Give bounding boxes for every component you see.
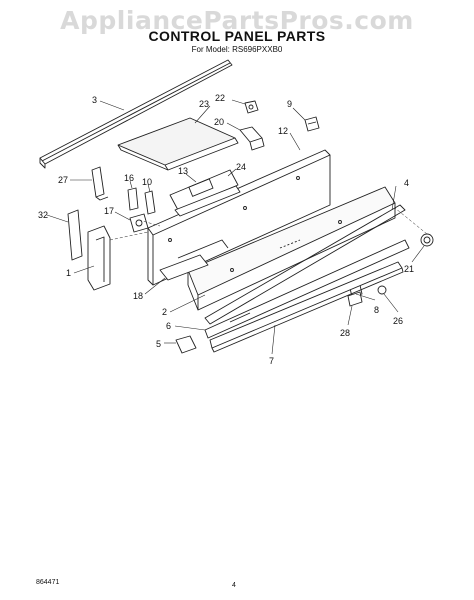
- part-22-clip: [244, 100, 259, 114]
- callout-28: 28: [340, 328, 350, 338]
- part-17-switch: [129, 213, 149, 233]
- callout-4: 4: [404, 178, 409, 188]
- callout-7: 7: [269, 356, 274, 366]
- callout-3: 3: [92, 95, 97, 105]
- callout-22: 22: [215, 93, 225, 103]
- part-16-shaft: [127, 187, 139, 211]
- part-23-shield-plate: [117, 117, 239, 171]
- part-27-side-bracket: [91, 166, 109, 201]
- part-32-end-cap: [67, 209, 83, 261]
- callout-2: 2: [162, 307, 167, 317]
- callout-5: 5: [156, 339, 161, 349]
- callout-1: 1: [66, 268, 71, 278]
- part-5-end-cap: [175, 335, 197, 354]
- callout-16: 16: [124, 173, 134, 183]
- callout-17: 17: [104, 206, 114, 216]
- part-6-lower-trim: [204, 239, 410, 339]
- part-7-bottom-trim: [209, 261, 404, 353]
- part-4-side-trim: [204, 204, 406, 325]
- page-title: CONTROL PANEL PARTS: [148, 28, 326, 44]
- callout-20: 20: [214, 117, 224, 127]
- part-20-bracket: [239, 126, 265, 151]
- callout-26: 26: [393, 316, 403, 326]
- callout-8: 8: [374, 305, 379, 315]
- part-26-clip: [377, 285, 387, 295]
- part-21-knob: [420, 233, 434, 247]
- footer-code: 864471: [36, 579, 60, 586]
- part-1-end-bracket: [87, 225, 111, 291]
- callout-32: 32: [38, 210, 48, 220]
- part-2-front-panel: [187, 186, 396, 311]
- callout-23: 23: [199, 99, 209, 109]
- callout-12: 12: [278, 126, 288, 136]
- watermark: AppliancePartsPros.com: [60, 6, 414, 35]
- page-number: 4: [232, 582, 236, 589]
- part-3-top-trim: [39, 59, 233, 169]
- part-9-bracket: [304, 116, 320, 132]
- part-28-clip: [347, 291, 363, 307]
- model-subtitle: For Model: RS696PXXB0: [191, 45, 283, 54]
- callout-27: 27: [58, 175, 68, 185]
- part-18-overlay: [159, 239, 229, 281]
- callout-18: 18: [133, 291, 143, 301]
- callout-6: 6: [166, 321, 171, 331]
- callout-13: 13: [178, 166, 188, 176]
- part-10-spring: [144, 190, 156, 215]
- callout-9: 9: [287, 99, 292, 109]
- callout-10: 10: [142, 177, 152, 187]
- callout-21: 21: [404, 264, 414, 274]
- callout-24: 24: [236, 162, 246, 172]
- part-13-control-board: [169, 169, 239, 211]
- part-24-board-bracket: [174, 185, 241, 217]
